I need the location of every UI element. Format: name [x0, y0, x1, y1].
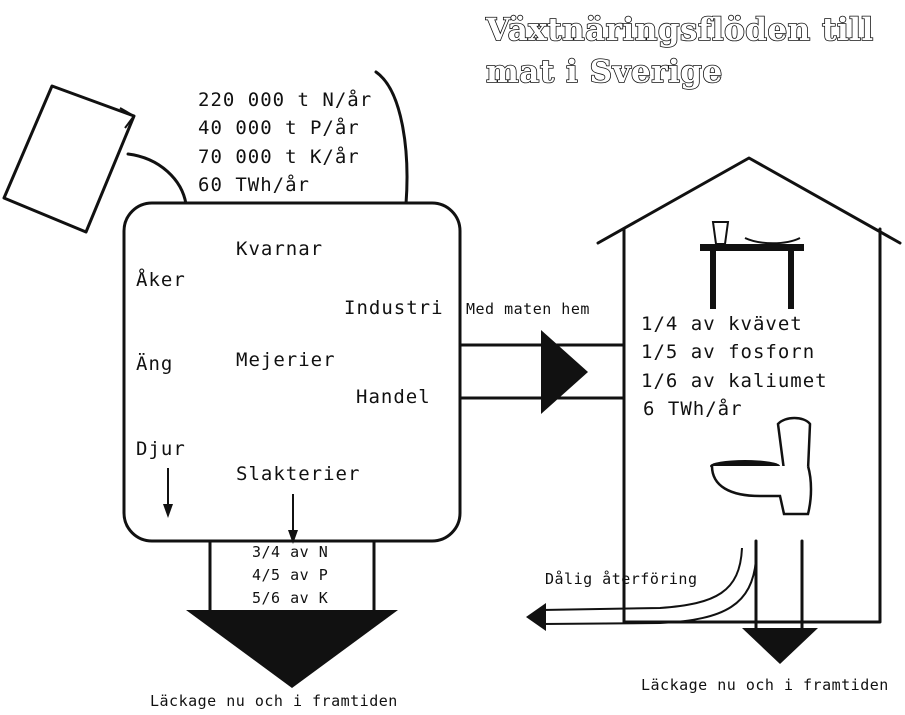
label-slakterier: Slakterier [236, 463, 360, 485]
input-nitrogen: 220 000 t N/år [198, 88, 372, 111]
toilet-icon [710, 418, 811, 514]
label-aker: Åker [136, 268, 186, 291]
label-ang: Äng [136, 352, 173, 375]
diagram-title-line2: mat i Sverige [486, 54, 723, 90]
household-leakage-triangle [742, 628, 818, 664]
input-flow-curve [376, 72, 407, 204]
label-djur: Djur [136, 438, 186, 460]
household-phosphorus: 1/5 av fosforn [641, 341, 815, 363]
household-nitrogen: 1/4 av kvävet [641, 313, 803, 335]
household-leakage-label: Läckage nu och i framtiden [641, 676, 889, 694]
household-energy: 6 TWh/år [643, 397, 743, 420]
loss-k: 5/6 av K [252, 589, 328, 607]
input-potassium: 70 000 t K/år [198, 145, 360, 168]
input-energy: 60 TWh/år [198, 173, 310, 196]
production-leakage-triangle [186, 610, 398, 688]
food-flow-label: Med maten hem [466, 300, 590, 318]
label-kvarnar: Kvarnar [236, 238, 323, 260]
loss-n: 3/4 av N [252, 543, 328, 561]
table-icon [700, 222, 804, 309]
food-flow-channel [460, 330, 624, 414]
household-potassium: 1/6 av kaliumet [641, 370, 828, 392]
label-industri: Industri [344, 297, 444, 319]
input-phosphorus: 40 000 t P/år [198, 116, 360, 139]
recycling-arrow-icon [526, 548, 756, 631]
loss-p: 4/5 av P [252, 566, 328, 584]
label-mejerier: Mejerier [236, 349, 336, 371]
recycling-label: Dålig återföring [545, 570, 698, 588]
household-drain [756, 541, 802, 622]
production-leakage-label: Läckage nu och i framtiden [150, 692, 398, 710]
label-handel: Handel [356, 386, 431, 408]
diagram-title-line1: Växtnäringsflöden till [485, 12, 874, 48]
